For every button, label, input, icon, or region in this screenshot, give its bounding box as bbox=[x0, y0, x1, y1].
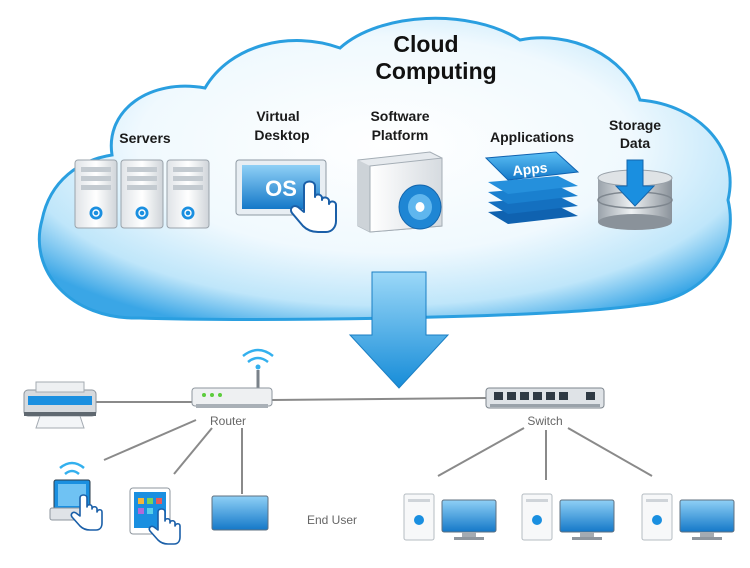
software-platform-label-line2: Platform bbox=[372, 127, 429, 143]
workstation-icon bbox=[521, 493, 615, 541]
hand-pointer-icon bbox=[289, 180, 337, 233]
storage-label-line2: Data bbox=[620, 135, 651, 151]
cloud-to-network-arrow-icon bbox=[348, 271, 450, 389]
switch-label: Switch bbox=[527, 414, 562, 428]
workstation-icon bbox=[641, 493, 735, 541]
server-unit-icon bbox=[120, 159, 164, 229]
servers-icon bbox=[74, 159, 210, 229]
cloud-title-line1: Cloud bbox=[393, 31, 458, 57]
network-connections bbox=[96, 397, 653, 494]
workstation-icon bbox=[403, 493, 497, 541]
os-screen-text: OS bbox=[265, 176, 297, 201]
virtual-desktop-label-line1: Virtual bbox=[256, 108, 299, 124]
applications-label: Applications bbox=[490, 129, 574, 145]
servers-label: Servers bbox=[119, 130, 171, 146]
end-user-label: End User bbox=[307, 513, 357, 527]
cd-disc-icon bbox=[398, 184, 442, 230]
storage-label-line1: Storage bbox=[609, 117, 661, 133]
router-label: Router bbox=[210, 414, 246, 428]
virtual-desktop-label-line2: Desktop bbox=[254, 127, 309, 143]
cloud-title-line2: Computing bbox=[375, 58, 496, 84]
mobile-device-wifi-icon bbox=[49, 461, 103, 531]
printer-icon bbox=[23, 381, 97, 429]
apps-stack-icon: Apps bbox=[484, 151, 580, 224]
server-unit-icon bbox=[166, 159, 210, 229]
software-platform-label-line1: Software bbox=[370, 108, 429, 124]
router-icon bbox=[191, 348, 274, 408]
switch-icon bbox=[485, 387, 605, 409]
apps-stack-text: Apps bbox=[512, 159, 549, 179]
download-arrow-icon bbox=[614, 159, 656, 207]
laptop-screen-icon bbox=[211, 495, 269, 531]
server-unit-icon bbox=[74, 159, 118, 229]
tablet-touch-icon bbox=[129, 487, 181, 545]
